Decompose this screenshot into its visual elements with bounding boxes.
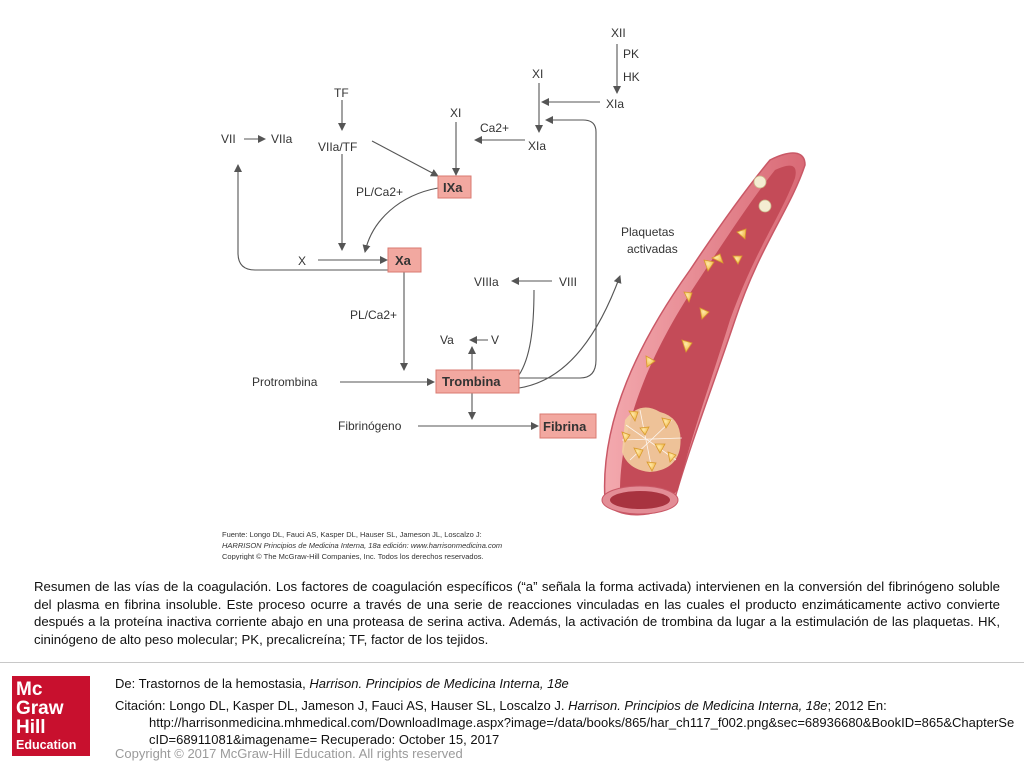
label-vii: VII: [221, 132, 236, 146]
logo-line-4: Education: [16, 738, 77, 752]
citation-sep: .: [560, 698, 569, 713]
label-pl-ca-2: PL/Ca2+: [350, 308, 397, 322]
xa-box: [387, 247, 422, 273]
label-protrombina: Protrombina: [252, 375, 318, 389]
label-fibrina: Fibrina: [543, 419, 587, 434]
logo-line-2: Graw: [16, 698, 64, 719]
coagulation-pathway-diagram: XII PK HK XIa XI XI Ca2+ XIa TF VII VIIa…: [221, 26, 806, 560]
label-hk: HK: [623, 70, 640, 84]
label-xia-mid: XIa: [528, 139, 546, 153]
logo-line-3: Hill: [16, 717, 46, 738]
figure-source: Fuente: Longo DL, Fauci AS, Kasper DL, H…: [222, 530, 502, 560]
label-fibrinogeno: Fibrinógeno: [338, 419, 402, 433]
label-va: Va: [440, 333, 454, 347]
label-tf: TF: [334, 86, 349, 100]
logo-line-1: Mc: [16, 679, 43, 700]
label-viia-tf: VIIa/TF: [318, 140, 357, 154]
ixa-box: [437, 175, 472, 199]
activated-factor-boxes: [387, 175, 597, 439]
label-pk: PK: [623, 47, 639, 61]
blood-vessel-illustration: [601, 152, 806, 516]
activated-platelets: [621, 228, 747, 472]
footer-divider: [0, 662, 1024, 663]
fibrina-box: [539, 413, 597, 439]
label-activadas: activadas: [627, 242, 678, 256]
label-viii: VIII: [559, 275, 577, 289]
pathway-arrows: [234, 44, 622, 430]
label-ixa: IXa: [443, 180, 463, 195]
label-viia: VIIa: [271, 132, 293, 146]
label-viiia: VIIIa: [474, 275, 499, 289]
source-chapter: De: Trastornos de la hemostasia, Harriso…: [115, 676, 569, 691]
label-x: X: [298, 254, 306, 268]
citation-title: Harrison. Principios de Medicina Interna…: [568, 698, 828, 713]
citation-suffix: ; 2012 En:: [827, 698, 887, 713]
label-ca: Ca2+: [480, 121, 509, 135]
from-title: Harrison. Principios de Medicina Interna…: [309, 676, 569, 691]
label-plaquetas: Plaquetas: [621, 225, 674, 239]
citation-url[interactable]: http://harrisonmedicina.mhmedical.com/Do…: [149, 715, 1015, 747]
label-xii: XII: [611, 26, 626, 40]
citation: Citación: Longo DL, Kasper DL, Jameson J…: [115, 697, 1015, 748]
resting-platelets: [753, 175, 772, 213]
source-line-3: Copyright © The McGraw-Hill Companies, I…: [222, 552, 484, 560]
citation-prefix: Citación: Longo DL, Kasper DL, Jameson J…: [115, 698, 561, 713]
label-xi-mid: XI: [450, 106, 461, 120]
label-xi-top: XI: [532, 67, 543, 81]
mcgraw-hill-logo: Mc Graw Hill Education: [12, 676, 90, 756]
copyright-notice: Copyright © 2017 McGraw-Hill Education. …: [115, 746, 463, 761]
from-prefix: De: Trastornos de la hemostasia,: [115, 676, 310, 691]
label-xia-top: XIa: [606, 97, 624, 111]
trombina-box: [435, 369, 520, 394]
source-line-1: Fuente: Longo DL, Fauci AS, Kasper DL, H…: [222, 530, 482, 539]
source-line-2: HARRISON Principios de Medicina Interna,…: [222, 541, 502, 550]
label-trombina: Trombina: [442, 374, 501, 389]
label-v: V: [491, 333, 499, 347]
label-xa: Xa: [395, 253, 412, 268]
label-pl-ca-1: PL/Ca2+: [356, 185, 403, 199]
pathway-labels: XII PK HK XIa XI XI Ca2+ XIa TF VII VIIa…: [221, 26, 678, 434]
figure-caption: Resumen de las vías de la coagulación. L…: [34, 579, 1000, 647]
